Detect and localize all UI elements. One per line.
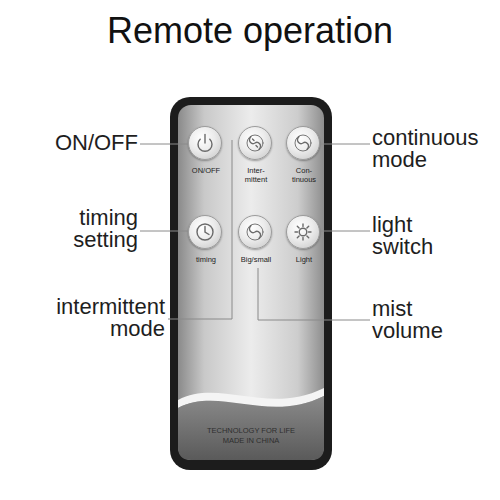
swirl-icon [253, 139, 258, 147]
leader-line [320, 144, 370, 145]
clock-icon [205, 227, 209, 235]
sun-icon [295, 224, 311, 240]
remote-button: Big/small [238, 215, 272, 249]
remote-body: TECHNOLOGY FOR LIFE MADE IN CHINA ON/OFF I… [170, 97, 332, 470]
swirl-icon [298, 137, 309, 150]
button-label: Light [286, 255, 322, 264]
brand-text: TECHNOLOGY FOR LIFE MADE IN CHINA [203, 426, 299, 445]
button-label: ON/OFF [188, 166, 224, 175]
callout-label: timing setting [38, 207, 138, 251]
swirl-icon [247, 135, 263, 151]
callout-label: light switch [372, 214, 462, 258]
button-label: timing [188, 255, 224, 264]
leader-line [168, 140, 232, 319]
power-icon [198, 139, 212, 151]
wave-highlight [178, 388, 324, 408]
button-label: Inter- mittent [238, 166, 274, 184]
callout-label: ON/OFF [38, 132, 138, 154]
button-label: Big/small [238, 255, 274, 264]
callout-label: continuous mode [372, 127, 500, 171]
remote-button: ON/OFF [188, 126, 222, 160]
remote-button: Light [286, 215, 320, 249]
swirl-icon [250, 137, 261, 150]
title: Remote operation [0, 10, 500, 52]
swirl-icon [250, 226, 261, 239]
remote-button: timing [188, 215, 222, 249]
leader-line [140, 231, 188, 232]
remote-button: Inter- mittent [238, 126, 272, 160]
leader-line [320, 231, 370, 232]
remote-button: Con- tinuous [286, 126, 320, 160]
callout-label: mist volume [372, 298, 462, 342]
swirl-icon [295, 135, 311, 151]
button-label: Con- tinuous [286, 166, 322, 184]
leader-line [258, 268, 370, 320]
wave-panel [178, 396, 324, 460]
remote-face [178, 105, 324, 460]
clock-icon [197, 224, 213, 240]
remote-casing [170, 97, 332, 470]
callout-label: intermittent mode [15, 296, 165, 340]
power-icon [204, 135, 205, 144]
leader-line [140, 144, 188, 145]
swirl-icon [247, 224, 263, 240]
sun-icon [299, 228, 307, 236]
